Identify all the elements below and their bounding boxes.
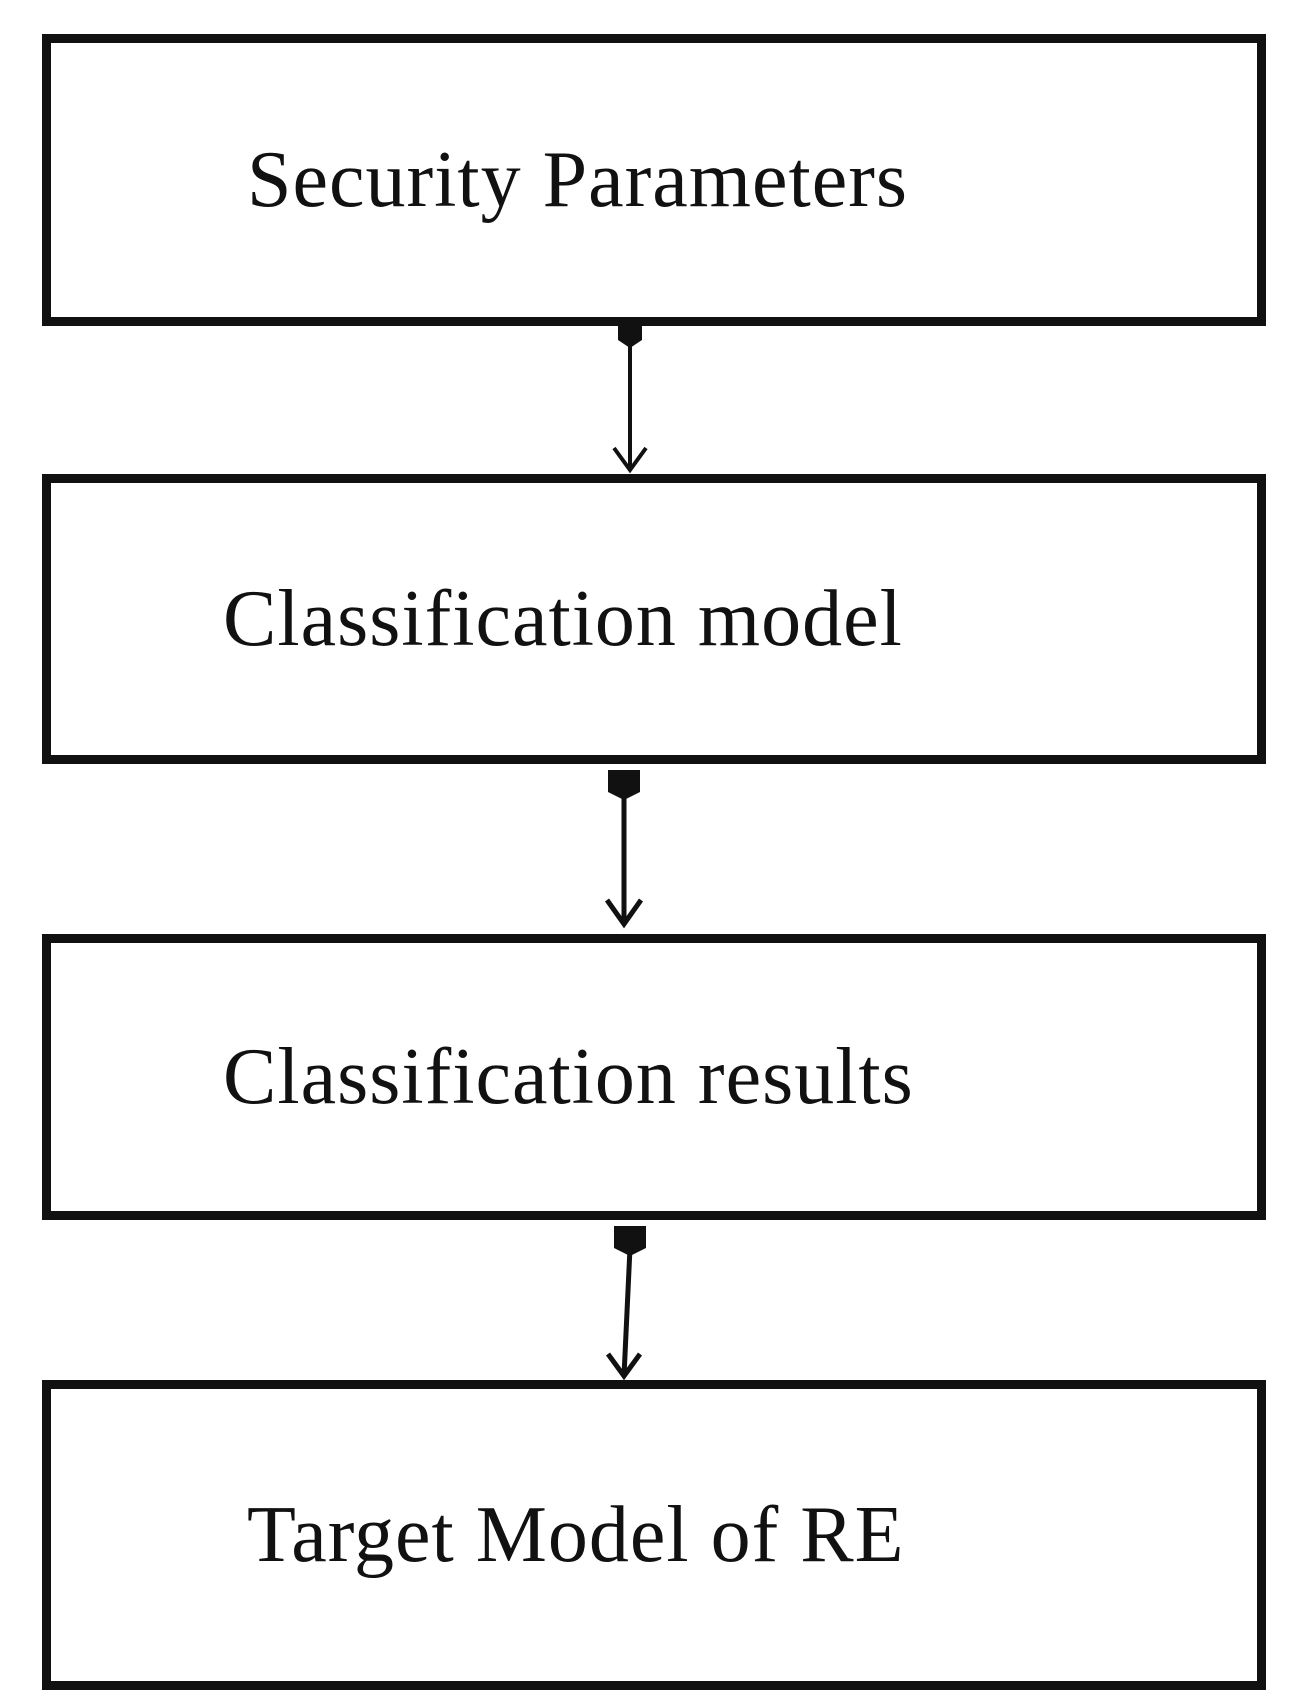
arrow-model-to-results: [604, 770, 644, 929]
node-label: Security Parameters: [247, 136, 908, 224]
node-target-model: Target Model of RE: [42, 1380, 1266, 1690]
arrow-results-to-target: [605, 1226, 646, 1381]
node-classification-results: Classification results: [42, 934, 1266, 1220]
node-label: Target Model of RE: [247, 1491, 905, 1579]
node-label: Classification results: [223, 1033, 914, 1121]
node-classification-model: Classification model: [42, 474, 1266, 764]
arrow-security-to-model: [612, 326, 648, 474]
node-label: Classification model: [223, 575, 903, 663]
node-security-parameters: Security Parameters: [42, 34, 1266, 326]
